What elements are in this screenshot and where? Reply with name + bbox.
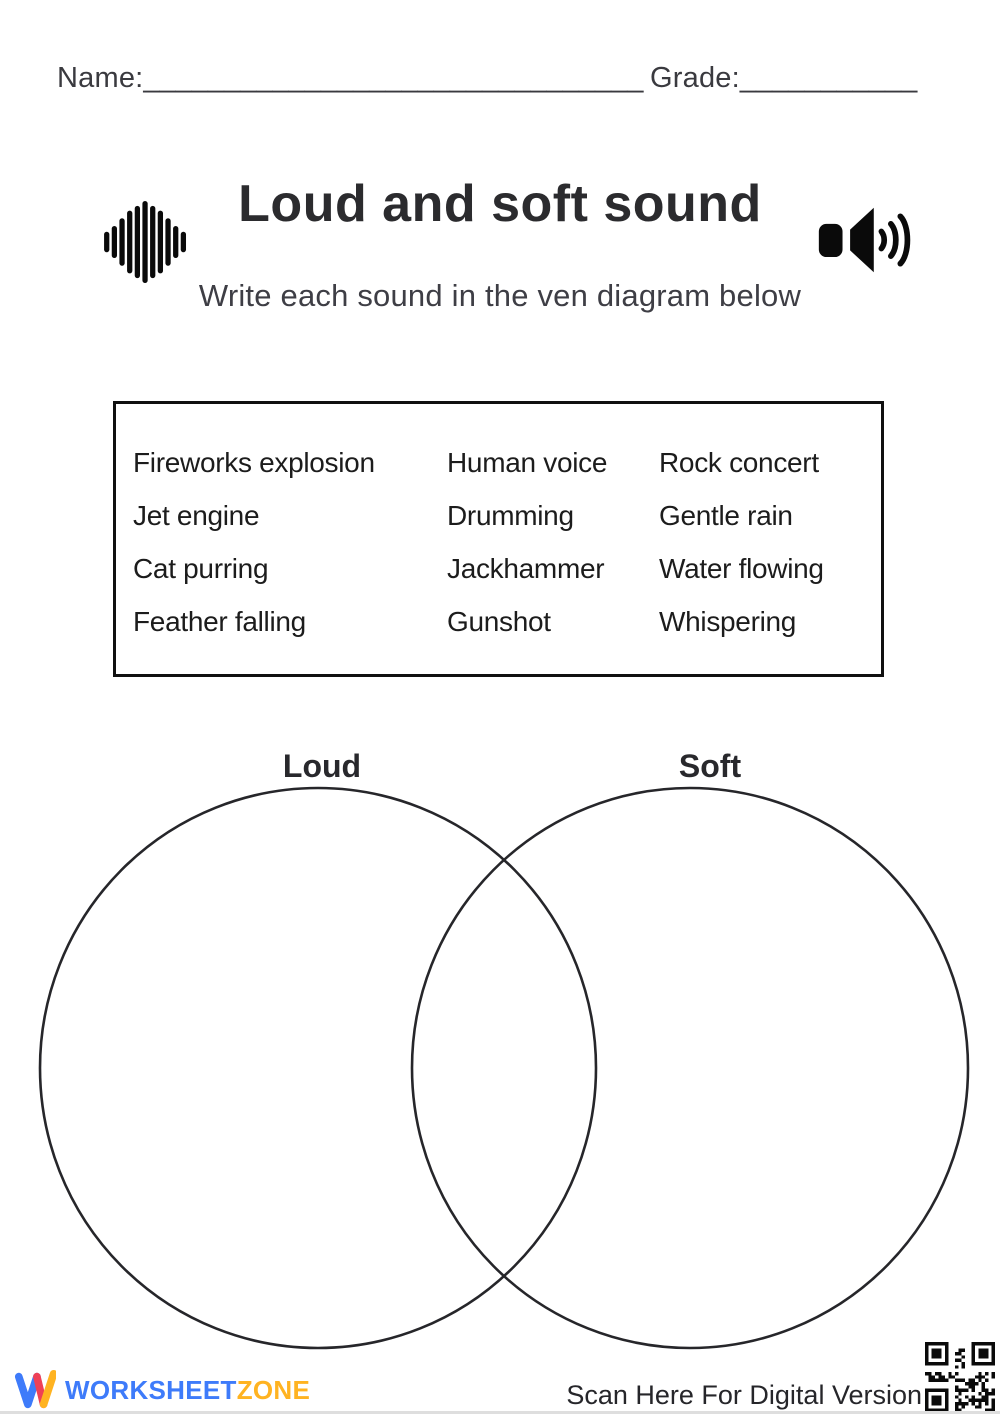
word-item: Cat purring: [133, 553, 269, 584]
word-item: Jackhammer: [447, 553, 605, 584]
grade-blank-line: ___________: [739, 62, 918, 94]
scan-instruction-text: Scan Here For Digital Version: [566, 1380, 922, 1410]
word-bank-column: Human voice Drumming Jackhammer Gunshot: [447, 436, 659, 674]
worksheetzone-logo: WORKSHEETZONE: [14, 1366, 310, 1414]
venn-right-circle: [410, 786, 970, 1350]
venn-right-label: Soft: [678, 748, 742, 784]
venn-diagram: [38, 786, 970, 1350]
grade-label: Grade:: [650, 62, 740, 94]
word-bank-column: Fireworks explosion Jet engine Cat purri…: [133, 436, 447, 674]
word-bank-box: Fireworks explosion Jet engine Cat purri…: [113, 401, 884, 677]
grade-field-row: Grade:___________: [650, 62, 917, 95]
word-item: Drumming: [447, 500, 574, 531]
page-title: Loud and soft sound: [238, 175, 762, 233]
word-item: Water flowing: [659, 553, 824, 584]
word-item: Whispering: [659, 606, 797, 637]
word-item: Rock concert: [659, 447, 819, 478]
word-bank-column: Rock concert Gentle rain Water flowing W…: [659, 436, 881, 674]
venn-left-label: Loud: [282, 748, 362, 784]
logo-w-icon: [14, 1369, 56, 1409]
name-label: Name:: [57, 62, 144, 94]
instructions-text: Write each sound in the ven diagram belo…: [198, 278, 802, 313]
word-item: Jet engine: [133, 500, 260, 531]
name-blank-line: _______________________________: [143, 62, 644, 94]
qr-code: [925, 1342, 995, 1412]
brand-zone: ZONE: [236, 1374, 311, 1405]
word-item: Gentle rain: [659, 500, 793, 531]
speaker-volume-icon: [816, 204, 924, 276]
brand-name: WORKSHEETZONE: [65, 1375, 310, 1406]
page-bottom-edge: [0, 1411, 1000, 1414]
word-item: Feather falling: [133, 606, 306, 637]
brand-worksheet: WORKSHEET: [65, 1374, 237, 1405]
venn-left-circle: [38, 786, 598, 1350]
sound-wave-icon: [100, 200, 192, 284]
name-field-row: Name:_______________________________: [57, 62, 643, 95]
word-item: Human voice: [447, 447, 608, 478]
word-item: Gunshot: [447, 606, 551, 637]
word-item: Fireworks explosion: [133, 447, 375, 478]
